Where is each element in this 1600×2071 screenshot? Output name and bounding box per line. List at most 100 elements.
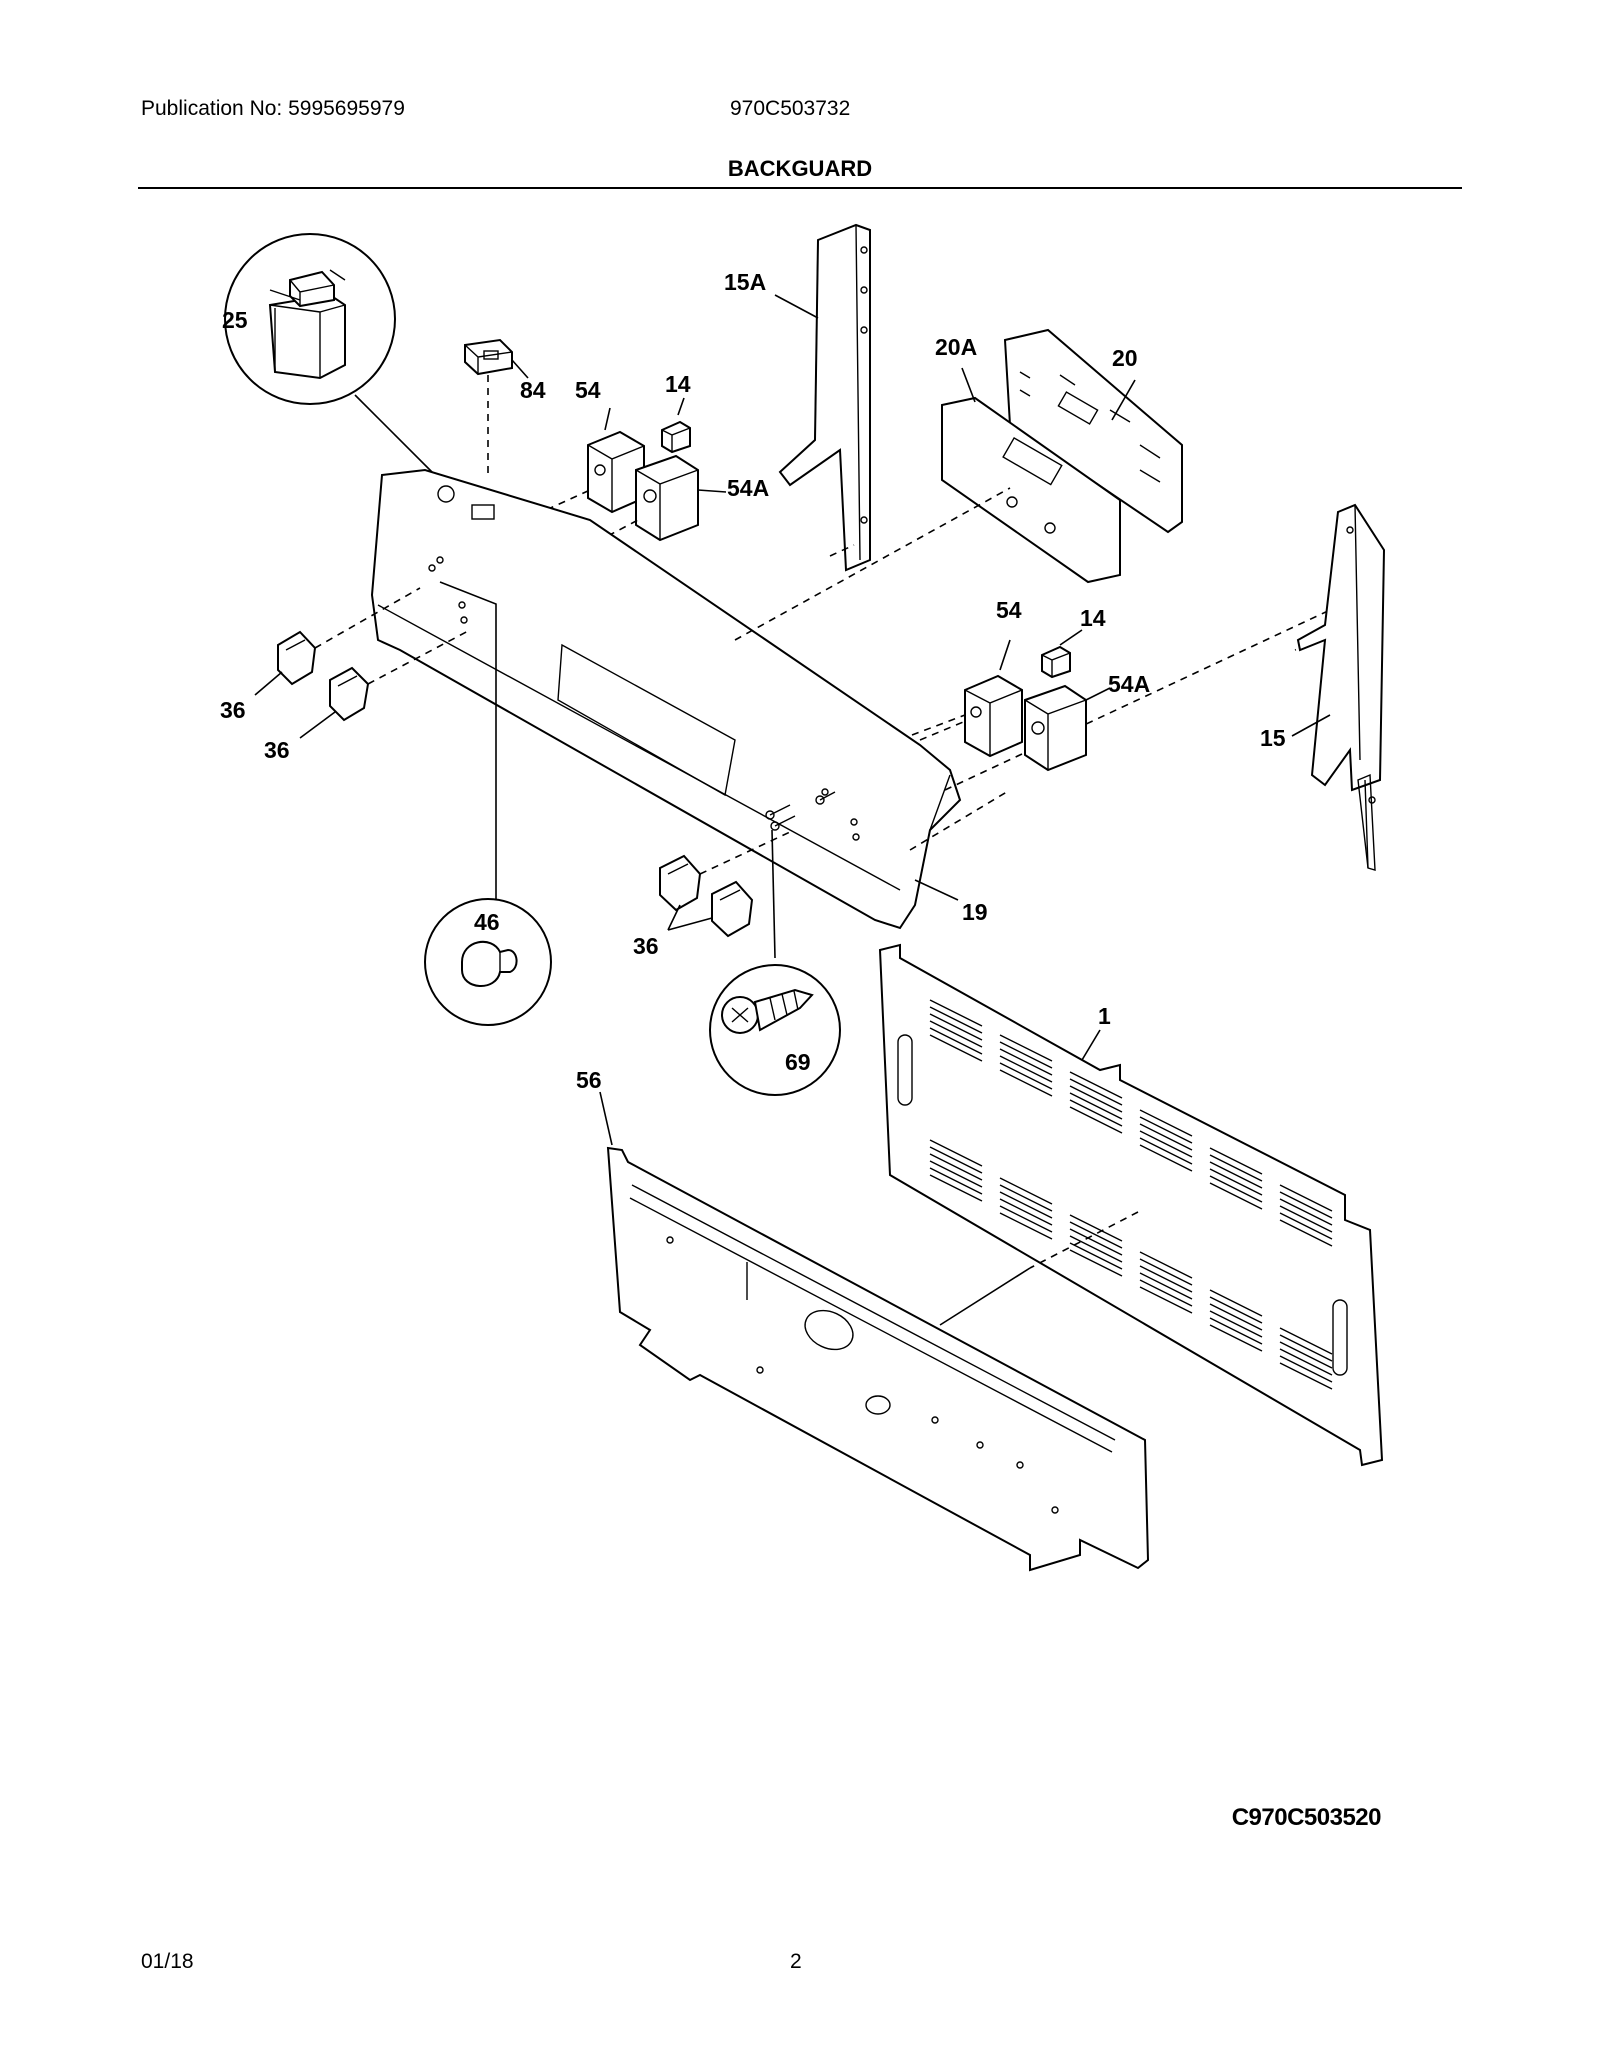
vent-slot [1279,1348,1333,1376]
callout-54A-middle: 54A [1108,671,1150,697]
vent-slot [1069,1242,1123,1270]
callout-1: 1 [1098,1003,1111,1029]
vent-slot [1279,1205,1333,1233]
vent-slot [1069,1078,1123,1106]
vent-slot [1139,1144,1193,1172]
part-56-lower-panel [599,1091,1150,1572]
vent-slot [1279,1362,1333,1390]
vent-slot [1209,1310,1263,1338]
callout-19: 19 [962,899,988,925]
vent-slot [1069,1071,1123,1099]
part-15A-bracket [774,223,871,572]
vent-slot [1209,1154,1263,1182]
vent-slot [1209,1303,1263,1331]
callout-54A-top: 54A [727,475,769,501]
vent-slot [1139,1130,1193,1158]
vent-slot [929,1020,983,1048]
vent-slot [1069,1214,1123,1242]
vent-slot [1209,1182,1263,1210]
vent-slot [1069,1235,1123,1263]
vent-slot [1209,1161,1263,1189]
part-15-bracket [1291,503,1386,871]
vent-slot [1279,1198,1333,1226]
callout-14-top: 14 [665,371,691,397]
vent-slot [929,1160,983,1188]
vent-slot [1069,1092,1123,1120]
vent-slot [1139,1279,1193,1307]
vent-slot [1279,1341,1333,1369]
vent-slot [929,1006,983,1034]
vent-slot [1069,1221,1123,1249]
vent-slot [1069,1228,1123,1256]
vent-slot [1139,1251,1193,1279]
vent-slot [929,999,983,1027]
vent-slot [1139,1109,1193,1137]
vent-slot [1209,1296,1263,1324]
vent-slot [929,1013,983,1041]
vent-slot [929,1146,983,1174]
part-1-back-panel [878,943,1384,1467]
part-20A-overlay [941,367,1121,584]
vent-slot [1279,1191,1333,1219]
callout-20: 20 [1112,345,1138,371]
callout-69: 69 [785,1049,811,1075]
vent-slot [1069,1099,1123,1127]
vent-slot [1279,1212,1333,1240]
detail-circle-69 [709,829,841,1096]
vent-slot [1139,1258,1193,1286]
vent-slot [999,1055,1053,1083]
publication-number: Publication No: 5995695979 [141,97,405,120]
vent-slot [999,1041,1053,1069]
vent-slot [999,1177,1053,1205]
vent-slot [929,1167,983,1195]
vent-slot [929,1139,983,1167]
vent-slot [1279,1334,1333,1362]
callout-46: 46 [474,909,500,935]
model-number: 970C503732 [730,97,851,120]
page-number: 2 [790,1950,802,1973]
callout-36-a: 36 [220,697,246,723]
vent-slot [1139,1137,1193,1165]
vent-slot [1209,1317,1263,1345]
vent-slot [1279,1184,1333,1212]
vent-slot [1139,1265,1193,1293]
detail-circle-46 [424,581,552,1026]
vent-slot [1279,1219,1333,1247]
vent-slot [1139,1286,1193,1314]
callout-36-c: 36 [633,933,659,959]
vent-slot [929,1153,983,1181]
vent-slot [1069,1085,1123,1113]
vent-slot [1209,1175,1263,1203]
part-19-control-panel [370,468,962,930]
vent-slot [999,1062,1053,1090]
callout-54-top: 54 [575,377,601,403]
vent-slot [999,1212,1053,1240]
vent-slot [999,1069,1053,1097]
vent-slot [1279,1327,1333,1355]
vent-slot [1139,1123,1193,1151]
page-title: BACKGUARD [727,156,873,181]
vent-slot [1139,1116,1193,1144]
callout-15: 15 [1260,725,1286,751]
callout-84: 84 [520,377,546,403]
knobs-36-bottom [659,831,791,938]
callout-54-middle: 54 [996,597,1022,623]
vent-slot [1069,1106,1123,1134]
vent-slot [1069,1249,1123,1277]
vent-slot [929,1027,983,1055]
vent-slot [1209,1168,1263,1196]
callout-14-middle: 14 [1080,605,1106,631]
vent-slot [1209,1289,1263,1317]
detail-circle-25 [224,233,441,481]
callout-36-b: 36 [264,737,290,763]
vent-slot [999,1191,1053,1219]
vent-slot [999,1034,1053,1062]
footer-date: 01/18 [141,1950,194,1973]
screws [765,791,836,831]
header-rule [138,187,1462,189]
vent-slot [1279,1355,1333,1383]
vent-slot [929,1174,983,1202]
callout-56: 56 [576,1067,602,1093]
vent-slot [1209,1324,1263,1352]
